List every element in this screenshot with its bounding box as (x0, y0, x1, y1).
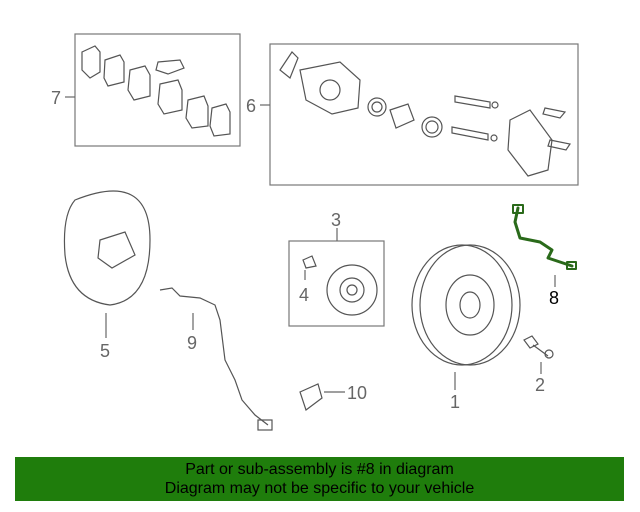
splash-shield-drawing (63, 190, 151, 306)
callout-4: 4 (299, 285, 309, 305)
callout-2: 2 (535, 375, 545, 395)
callout-9: 9 (187, 333, 197, 353)
callout-7: 7 (51, 88, 61, 108)
callout-5: 5 (100, 341, 110, 361)
hub-box (288, 240, 385, 327)
bracket-drawing (299, 383, 323, 411)
bolt-drawing (523, 335, 554, 359)
banner-line-2: Diagram may not be specific to your vehi… (164, 480, 475, 497)
hub-drawing (302, 255, 378, 316)
callout-3: 3 (331, 210, 341, 230)
brake-pads-drawing (81, 45, 231, 137)
callout-8: 8 (549, 288, 559, 308)
callout-10: 10 (347, 383, 367, 403)
brake-disc-drawing (411, 244, 521, 366)
caliper-kit-box (269, 43, 579, 186)
banner-line-1: Part or sub-assembly is #8 in diagram (185, 461, 454, 478)
callout-6: 6 (246, 96, 256, 116)
notice-banner: Part or sub-assembly is #8 in diagram Di… (15, 457, 624, 501)
pad-set-box (74, 33, 241, 147)
caliper-drawing (279, 51, 571, 177)
callout-1: 1 (450, 392, 460, 412)
abs-sensor-drawing (159, 287, 273, 431)
brake-hose-drawing (512, 204, 577, 270)
